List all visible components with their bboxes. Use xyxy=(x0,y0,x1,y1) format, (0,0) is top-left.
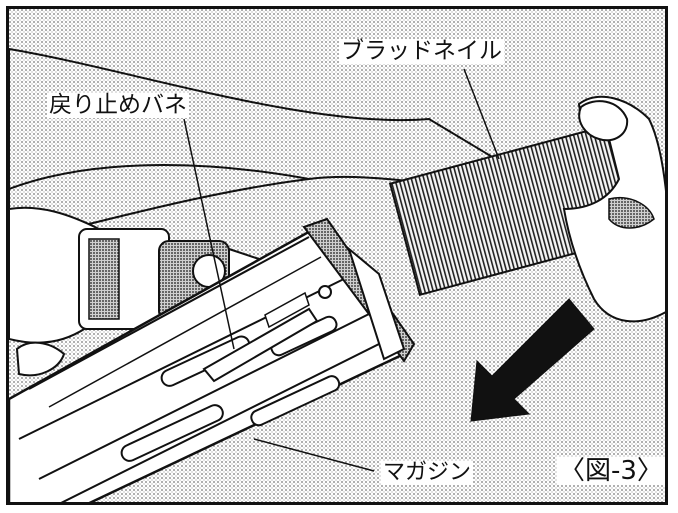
return-stop-spring-label: 戻り止めバネ xyxy=(47,92,189,118)
leader-magazine xyxy=(253,438,375,472)
leader-spring xyxy=(183,118,235,350)
magazine-body xyxy=(9,217,416,502)
leader-brad-nail xyxy=(463,68,500,160)
magazine-label: マガジン xyxy=(381,460,474,485)
figure-frame: ブラッドネイル 戻り止めバネ マガジン 〈図-3〉 xyxy=(6,6,668,505)
arm-contour xyxy=(9,164,310,190)
return-stop-spring xyxy=(202,307,319,383)
left-hand-fingers xyxy=(15,341,66,377)
figure-number: 〈図-3〉 xyxy=(557,456,665,486)
arrow-down-left-icon xyxy=(470,298,595,422)
nailer-illustration xyxy=(9,9,665,502)
brad-nail-label: ブラッドネイル xyxy=(339,38,504,64)
right-thumb xyxy=(578,100,629,142)
